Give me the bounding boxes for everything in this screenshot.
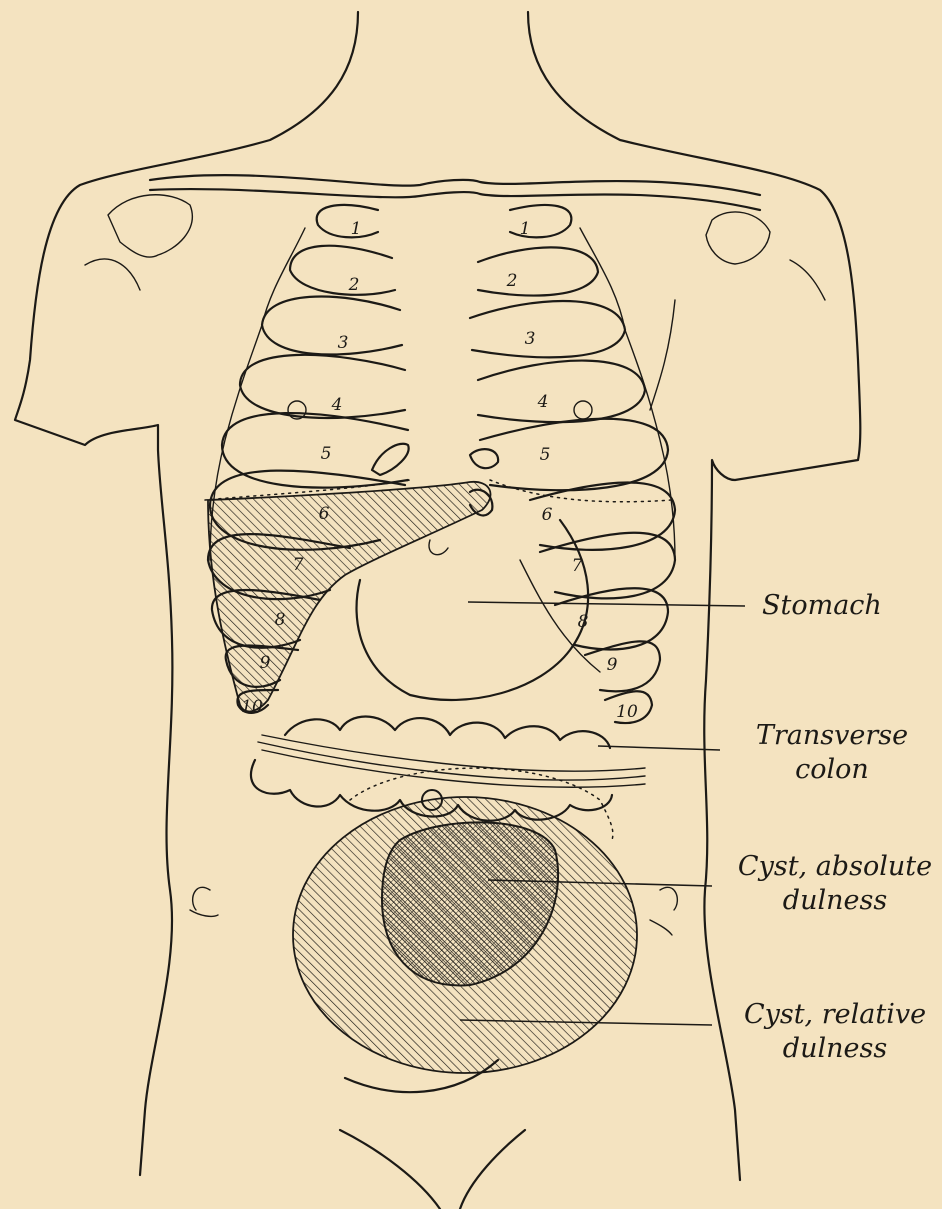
rib-number: 2 (506, 271, 518, 291)
leader-colon (598, 746, 720, 750)
rib-number: 1 (351, 219, 362, 239)
label-line: Cyst, absolute (730, 850, 940, 884)
label-transverse-colon: Transverse colon (732, 719, 932, 787)
label-stomach: Stomach (762, 589, 882, 623)
rib-number: 1 (520, 219, 531, 239)
rib-number: 7 (572, 556, 583, 576)
label-cyst-absolute: Cyst, absolute dulness (730, 850, 940, 918)
rib-number: 5 (540, 445, 551, 465)
label-line: dulness (730, 1032, 940, 1066)
rib-number: 3 (525, 329, 536, 349)
leader-stomach (468, 602, 745, 606)
rib-number: 3 (338, 333, 349, 353)
label-stomach-text: Stomach (762, 589, 882, 623)
rib-number: 7 (293, 555, 304, 575)
rib-number: 8 (578, 612, 589, 632)
label-line: colon (732, 753, 932, 787)
rib-number: 9 (607, 655, 618, 675)
label-line: Cyst, relative (730, 998, 940, 1032)
rib-number: 5 (321, 444, 332, 464)
rib-number: 10 (616, 702, 638, 722)
rib-number: 10 (241, 697, 263, 717)
rib-number: 9 (260, 653, 271, 673)
clavicles (85, 175, 825, 300)
rib-number: 4 (537, 392, 549, 412)
nipple-left (574, 401, 592, 419)
rib-number: 6 (319, 504, 330, 524)
label-line: dulness (730, 884, 940, 918)
rib-number: 4 (331, 395, 343, 415)
rib-number: 2 (348, 275, 360, 295)
rib-number: 6 (542, 505, 553, 525)
label-line: Transverse (732, 719, 932, 753)
rib-number: 8 (275, 610, 286, 630)
label-cyst-relative: Cyst, relative dulness (730, 998, 940, 1066)
